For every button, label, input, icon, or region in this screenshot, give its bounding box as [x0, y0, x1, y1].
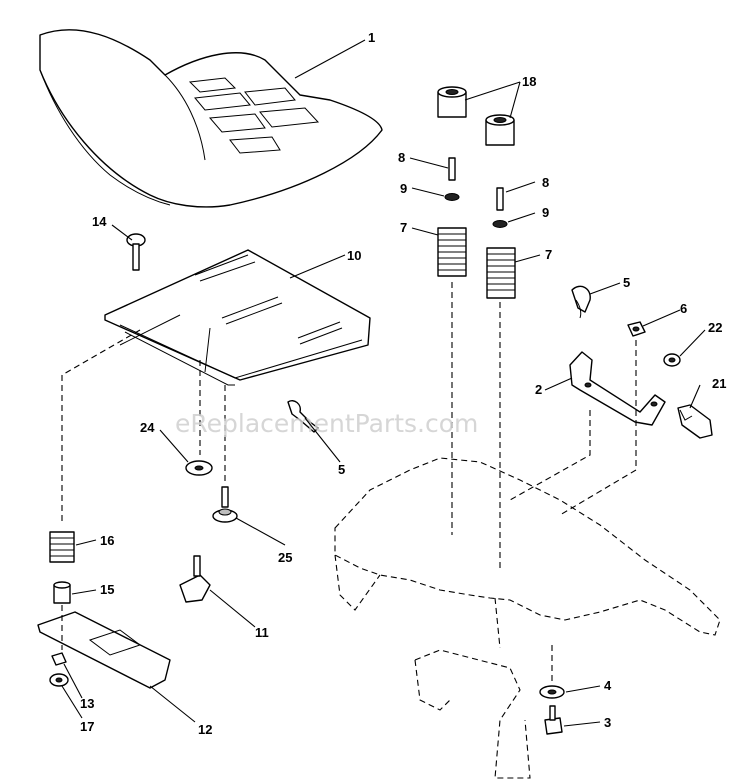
seat-pan-part: [104, 249, 371, 386]
seat-part: [39, 29, 383, 208]
callout-5-upper: 5: [623, 275, 630, 290]
callout-12: 12: [198, 722, 212, 737]
callout-5-lower: 5: [338, 462, 345, 477]
knob-part: [179, 555, 211, 603]
callout-13: 13: [80, 696, 94, 711]
washer-bolt-lower: [539, 685, 565, 735]
callout-11: 11: [255, 625, 269, 640]
callout-25: 25: [278, 550, 292, 565]
spring-part: [49, 531, 75, 563]
callout-9-right: 9: [542, 205, 549, 220]
callout-7-left: 7: [400, 220, 407, 235]
spring-stack-left: [437, 157, 467, 277]
callout-18: 18: [522, 74, 536, 89]
callout-21: 21: [712, 376, 726, 391]
spring-stack-right: [486, 187, 516, 299]
shoulder-bolt-part: [677, 404, 713, 439]
callout-16: 16: [100, 533, 114, 548]
callout-4: 4: [604, 678, 612, 693]
callout-17: 17: [80, 719, 94, 734]
clip-part-upper: [571, 285, 591, 319]
bracket-part: [569, 351, 666, 426]
callout-14: 14: [92, 214, 107, 229]
callout-3: 3: [604, 715, 611, 730]
bushing-part: [53, 581, 71, 604]
callout-9-left: 9: [400, 181, 407, 196]
watermark-text: eReplacementParts.com: [175, 409, 478, 438]
frame-outline: [334, 457, 721, 779]
washer-part: [185, 460, 213, 476]
spacer-part: [437, 86, 515, 146]
callout-10: 10: [347, 248, 361, 263]
leader-lines: [61, 39, 706, 727]
nut-part: [627, 321, 646, 337]
bolt-washer-part: [212, 486, 238, 523]
callout-2: 2: [535, 382, 542, 397]
callout-24: 24: [140, 420, 155, 435]
callout-8-right: 8: [542, 175, 549, 190]
callout-8-left: 8: [398, 150, 405, 165]
callout-labels: 1 18 8 9 7 8 9 7 14 10 5 6 22 2 21 5 24 …: [80, 30, 726, 737]
assembly-lines: [61, 282, 637, 685]
callout-22: 22: [708, 320, 722, 335]
callout-7-right: 7: [545, 247, 552, 262]
callout-15: 15: [100, 582, 114, 597]
flange-nut-part: [663, 353, 681, 367]
slide-plate-part: [37, 611, 171, 689]
nut-washer-part: [49, 652, 69, 687]
callout-1: 1: [368, 30, 375, 45]
carriage-bolt-part: [126, 233, 146, 271]
callout-6: 6: [680, 301, 687, 316]
